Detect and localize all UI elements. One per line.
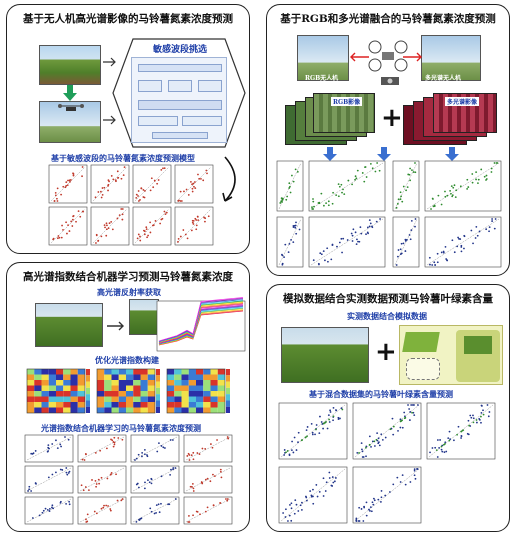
measured-tr-0-a bbox=[308, 160, 386, 212]
canopy-photo bbox=[129, 299, 159, 335]
scatter-bl-2-2 bbox=[130, 496, 180, 525]
arrow-right-icon bbox=[103, 57, 116, 67]
scatter-bl-2-0 bbox=[24, 496, 74, 525]
panel-title: 基于RGB和多光谱融合的马铃薯氮素浓度预测 bbox=[280, 13, 496, 25]
ms-uav-photo bbox=[421, 35, 481, 81]
rgb-uav-photo bbox=[297, 35, 349, 81]
scatter-tl-0-1 bbox=[90, 164, 130, 204]
scatter-tl-1-1 bbox=[90, 206, 130, 246]
scatter-br-0-0 bbox=[278, 402, 348, 460]
panel-title: 高光谱指数结合机器学习预测马铃薯氮素浓度 bbox=[23, 271, 233, 283]
ms-uav-label: 多光谱无人机 bbox=[425, 75, 462, 82]
scatter-br-1-0 bbox=[278, 466, 348, 524]
panel-rgb-multispectral: 基于RGB和多光谱融合的马铃薯氮素浓度预测 RGB无人机 多光谱无人机 RGB影… bbox=[266, 4, 510, 276]
scatter-bl-0-1 bbox=[77, 434, 127, 463]
scatter-br-0-1 bbox=[352, 402, 422, 460]
colorbar-2 bbox=[156, 369, 160, 413]
measured-tr-1-b bbox=[424, 216, 502, 268]
scatter-tl-0-2 bbox=[132, 164, 172, 204]
scatter-bl-0-3 bbox=[183, 434, 233, 463]
heatmap-row bbox=[25, 367, 237, 417]
scatter-grid-br bbox=[278, 402, 496, 524]
heatmap-1 bbox=[26, 368, 86, 414]
scatter-tl-1-0 bbox=[48, 206, 88, 246]
band-workflow-diagram bbox=[131, 57, 227, 143]
heatmap-3 bbox=[166, 368, 226, 414]
model-title: 基于敏感波段的马铃薯氮素浓度预测模型 bbox=[51, 153, 195, 163]
reflectance-spectra-chart bbox=[156, 297, 246, 352]
reflectance-label: 高光谱反射率获取 bbox=[97, 287, 161, 297]
drone-icon bbox=[368, 40, 408, 72]
field-photo bbox=[281, 327, 369, 383]
ms-image-label: 多光谱影像 bbox=[445, 97, 480, 106]
panel-title: 模拟数据结合实测数据预测马铃薯叶绿素含量 bbox=[283, 293, 493, 305]
camera-icon bbox=[381, 77, 399, 85]
curved-arrow-icon bbox=[222, 156, 236, 202]
scatter-bl-0-2 bbox=[130, 434, 180, 463]
scatter-grid-bl bbox=[24, 434, 233, 525]
heatmap-2 bbox=[96, 368, 156, 414]
scatter-grid-tr bbox=[276, 160, 502, 268]
panel-title: 基于无人机高光谱影像的马铃薯氮素浓度预测 bbox=[23, 13, 233, 25]
colorbar-3 bbox=[226, 369, 230, 413]
band-selection-title: 敏感波段挑选 bbox=[153, 45, 208, 55]
colorbar-1 bbox=[86, 369, 90, 413]
plus-sign: + bbox=[381, 103, 403, 133]
rgb-image-label: RGB影像 bbox=[331, 97, 363, 106]
residual-tr-1-b bbox=[392, 216, 420, 268]
panel-hyperspectral-ml: 高光谱指数结合机器学习预测马铃薯氮素浓度 高光谱反射率获取 优化光谱指数构建 光… bbox=[6, 262, 250, 532]
scatter-grid-tl bbox=[48, 164, 214, 246]
arrow-right-icon-2 bbox=[103, 115, 116, 125]
arrow-down-icon-3 bbox=[445, 147, 459, 161]
index-heatmaps bbox=[26, 368, 230, 414]
scatter-bl-1-2 bbox=[130, 465, 180, 494]
scatter-bl-1-3 bbox=[183, 465, 233, 494]
arrow-down-icon-2 bbox=[377, 147, 391, 161]
spectrum-line bbox=[158, 297, 244, 342]
measured-tr-0-b bbox=[424, 160, 502, 212]
arrow-down-icon bbox=[323, 147, 337, 161]
scatter-bl-2-3 bbox=[183, 496, 233, 525]
scatter-bl-1-1 bbox=[77, 465, 127, 494]
residual-tr-1-a bbox=[276, 216, 304, 268]
scatter-bl-0-0 bbox=[24, 434, 74, 463]
scatter-bl-1-0 bbox=[24, 465, 74, 494]
scatter-br-0-2 bbox=[426, 402, 496, 460]
red-arrow-icon bbox=[350, 52, 369, 62]
prosail-diagram bbox=[399, 325, 503, 385]
index-label: 优化光谱指数构建 bbox=[95, 355, 159, 365]
scatter-tl-0-3 bbox=[174, 164, 214, 204]
measured-tr-1-a bbox=[308, 216, 386, 268]
scatter-br-1-1 bbox=[352, 466, 422, 524]
arrow-right-icon bbox=[107, 321, 124, 331]
scatter-tl-0-0 bbox=[48, 164, 88, 204]
scatter-tl-1-2 bbox=[132, 206, 172, 246]
residual-tr-0-b bbox=[392, 160, 420, 212]
model-label: 光谱指数结合机器学习的马铃薯氮素浓度预测 bbox=[41, 423, 201, 433]
rgb-image-stack bbox=[285, 93, 375, 147]
data-label: 实测数据结合模拟数据 bbox=[347, 311, 427, 321]
rgb-uav-label: RGB无人机 bbox=[305, 75, 339, 82]
plus-sign: + bbox=[375, 337, 397, 367]
arrow-down-icon bbox=[63, 85, 77, 101]
scatter-bl-2-1 bbox=[77, 496, 127, 525]
red-arrow-icon-2 bbox=[403, 52, 422, 62]
residual-tr-0-a bbox=[276, 160, 304, 212]
model-scatter-grid bbox=[48, 164, 215, 249]
model-label: 基于混合数据集的马铃薯叶绿素含量预测 bbox=[309, 389, 453, 399]
scatter-tl-1-3 bbox=[174, 206, 214, 246]
field-photo bbox=[35, 303, 103, 347]
drone-icon bbox=[58, 104, 84, 111]
panel-uav-hyperspectral: 基于无人机高光谱影像的马铃薯氮素浓度预测 敏感波段挑选 基于敏感波段的马铃薯氮素… bbox=[6, 4, 250, 254]
panel-chlorophyll-hybrid: 模拟数据结合实测数据预测马铃薯叶绿素含量 实测数据结合模拟数据 + 基于混合数据… bbox=[266, 284, 510, 532]
field-photo bbox=[39, 45, 101, 85]
